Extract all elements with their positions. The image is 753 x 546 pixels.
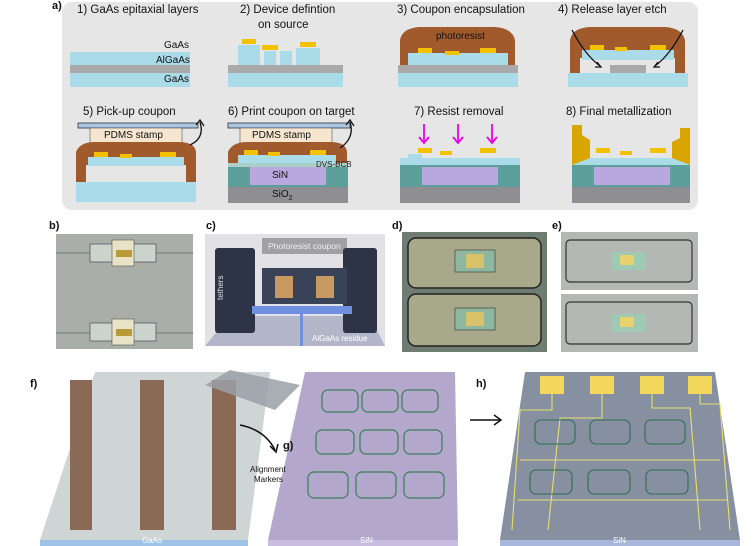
panel-g-chip — [268, 372, 458, 546]
step-2-title-line2: on source — [258, 19, 309, 31]
label-markers: Markers — [254, 475, 283, 484]
panel-b-micrograph — [56, 234, 193, 349]
step-7-stack — [400, 124, 520, 203]
label-sio2: SiO2 — [272, 189, 293, 202]
step-1-gaas-top-layer — [70, 52, 190, 65]
panel-f-stamp — [205, 370, 300, 410]
step-4-stack — [568, 27, 688, 87]
step-8-stack — [572, 125, 690, 203]
panel-label-c: c) — [206, 220, 216, 232]
panel-c-left-tether-block — [215, 248, 255, 333]
label-sin-substrate-h: SiN — [613, 536, 626, 545]
panel-label-e: e) — [552, 220, 562, 232]
label-gaas-substrate-f: GaAs — [142, 536, 163, 545]
panel-c-render — [205, 234, 385, 346]
panel-label-h: h) — [476, 378, 487, 390]
step-1-title: 1) GaAs epitaxial layers — [77, 4, 199, 16]
label-dvs-bcb: DVS-BCB — [316, 160, 352, 169]
label-photoresist: photoresist — [436, 31, 485, 42]
step-5-lift-arrow — [189, 121, 202, 146]
step-6-sio2-layer — [228, 187, 348, 203]
step-4-etch-arrow-right — [654, 29, 684, 67]
step-5-stack — [76, 118, 205, 202]
step-2-metal-pad — [242, 39, 256, 44]
panel-label-b: b) — [49, 220, 60, 232]
step-3-title: 3) Coupon encapsulation — [397, 4, 525, 16]
label-photoresist-coupon: Photoresist coupon — [268, 241, 341, 251]
step-4-title: 4) Release layer etch — [558, 4, 667, 16]
label-alignment: Alignment — [250, 465, 286, 474]
panel-d-micrograph — [402, 232, 547, 352]
panel-c-right-tether-block — [343, 248, 377, 333]
panel-f-wafer — [40, 370, 300, 546]
step-8-metallization-right — [672, 128, 690, 165]
panel-label-a: a) — [52, 0, 62, 12]
label-tethers: tethers — [216, 275, 225, 300]
label-gaas-top: GaAs — [164, 40, 190, 51]
label-pdms-stamp-6: PDMS stamp — [252, 130, 311, 141]
step-1-gaas-substrate — [70, 73, 190, 87]
panel-f-transfer-arrow — [239, 424, 276, 451]
step-5-title: 5) Pick-up coupon — [83, 106, 176, 118]
step-8-title: 8) Final metallization — [566, 106, 672, 118]
step-1-algaas-layer — [70, 65, 190, 73]
label-gaas-bottom: GaAs — [164, 74, 190, 85]
step-8-metallization-left — [572, 125, 590, 165]
panel-e-micrograph — [561, 232, 698, 352]
panel-label-f: f) — [30, 378, 38, 390]
step-6-sin-waveguide — [250, 167, 326, 185]
label-algaas-residue: AlGaAs residue — [312, 334, 368, 343]
label-sin-substrate-g: SiN — [360, 536, 373, 545]
step-3-stack — [398, 27, 518, 87]
step-7-title: 7) Resist removal — [414, 106, 504, 118]
label-pdms-stamp-5: PDMS stamp — [104, 130, 163, 141]
panel-label-g: g) — [283, 440, 294, 452]
step-7-magenta-arrows — [418, 124, 498, 145]
panel-label-d: d) — [392, 220, 403, 232]
step-6-title: 6) Print coupon on target — [228, 106, 355, 118]
step-2-title: 2) Device defintion — [240, 4, 336, 16]
label-algaas: AlGaAs — [156, 55, 190, 66]
step-2-stack — [228, 39, 343, 87]
step-4-etch-arrow-left — [571, 29, 601, 67]
label-sin: SiN — [272, 170, 289, 181]
step-1-stack — [70, 52, 190, 87]
panel-h-chip — [500, 372, 740, 546]
step-6-stack — [227, 118, 355, 203]
